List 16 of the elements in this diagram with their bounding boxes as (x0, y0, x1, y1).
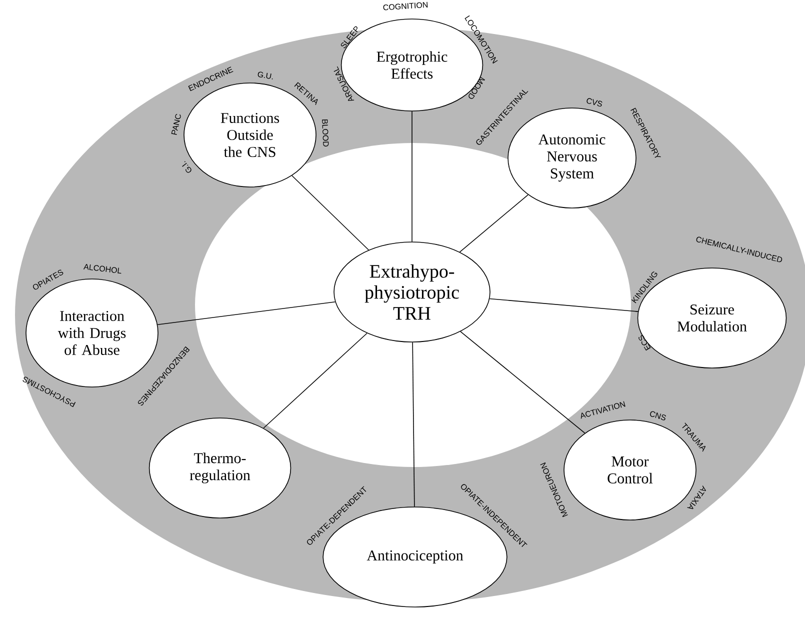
connector-line (460, 331, 586, 434)
arc-label: G.I. (182, 161, 192, 173)
arc-label: PANC (171, 114, 181, 135)
arc-label: G.U. (258, 72, 273, 80)
connector-line (292, 175, 370, 250)
connector-line (489, 298, 638, 312)
arc-label: BLOOD (322, 119, 329, 146)
arc-label: CNS (650, 411, 666, 420)
arc-label: ALCOHOL (83, 264, 122, 274)
node-label: Antinociception (366, 550, 464, 564)
connector-line (412, 342, 415, 507)
connector-line (459, 194, 528, 252)
connector-line (157, 301, 336, 325)
connector-line (263, 332, 368, 429)
arc-label: CVS (586, 98, 602, 107)
arc-label: COGNITION (383, 2, 428, 10)
